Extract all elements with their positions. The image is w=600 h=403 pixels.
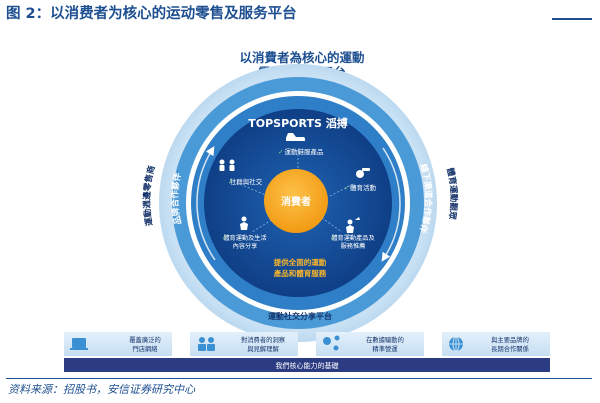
capability-box-3: 在數據驅動的 精準營運 [316, 332, 424, 356]
consumer-label: 消費者 [281, 195, 311, 208]
spoke-label-top: 運動鞋服產品 [285, 147, 324, 156]
brand-logo: TOPSPORTS 滔搏 [248, 116, 347, 130]
spoke-label-bottom-right-2: 服務推薦 [341, 242, 366, 250]
capability-1-line1: 覆蓋廣泛的 [129, 335, 160, 344]
consumer-insight-icon [198, 337, 215, 351]
spoke-label-left: 社群與社交 [230, 177, 263, 186]
cycle-arrow-left [196, 146, 216, 261]
community-icon [219, 159, 235, 171]
title-rule [552, 18, 592, 20]
capability-box-4: 與主要品牌的 長期合作關係 [442, 332, 550, 356]
check-bottom-left: ✓ [222, 234, 227, 242]
spoke-label-bottom-right-1: 體育運動產品及 [331, 234, 374, 242]
spoke-label-right: 體育活動 [350, 183, 377, 192]
capability-4-line1: 與主要品牌的 [491, 335, 529, 344]
core-service-line1: 提供全面的運動 [274, 257, 327, 267]
store-icon [70, 338, 88, 350]
shoe-icon [286, 133, 305, 141]
capability-1-line2: 門店網絡 [132, 344, 158, 353]
globe-icon [449, 336, 463, 352]
capability-3-line1: 在數據驅動的 [366, 335, 404, 344]
ring-label-right: 體育運動觀眾 [444, 167, 459, 221]
core-service-line2: 產品和體育服務 [273, 268, 327, 278]
diagram-heading-line1: 以消費者為核心的運動 [239, 50, 364, 65]
capability-2-line2: 與見解理解 [247, 344, 279, 353]
figure-title: 图 2：以消费者为核心的运动零售及服务平台 [6, 6, 297, 22]
capability-4-line2: 長期合作關係 [491, 344, 529, 353]
check-left: ✓ [228, 178, 233, 186]
capability-2-line1: 對消費者的洞察 [241, 335, 286, 344]
ring-label-left: 運動週邊零售商 [142, 164, 158, 227]
ring-label-bottom: 運動社交分享平台 [268, 311, 332, 321]
spoke-label-bottom-left-1: 體育運動及生活 [223, 234, 266, 242]
capability-box-1: 覆蓋廣泛的 門店網絡 [64, 332, 172, 356]
capability-3-line2: 精準營運 [372, 344, 398, 353]
ring-label-left-inner: 品牌合作夥伴 [170, 171, 184, 225]
check-top: ✓ [278, 148, 283, 156]
check-bottom-right: ✓ [330, 234, 335, 242]
sports-content-icon [240, 216, 248, 230]
recommend-icon [346, 217, 360, 233]
data-network-icon [323, 335, 340, 351]
source-rule [6, 378, 592, 379]
whistle-icon [356, 168, 370, 178]
consumer-core [264, 169, 328, 233]
spoke-label-bottom-left-2: 內容分享 [233, 242, 258, 250]
foundation-bar [64, 358, 550, 372]
source-note: 资料来源：招股书，安信证券研究中心 [8, 383, 195, 396]
cycle-arrow-right [381, 147, 401, 262]
foundation-label: 我們核心能力的基礎 [276, 361, 339, 370]
capability-box-2: 對消費者的洞察 與見解理解 [190, 332, 298, 356]
check-right: ✓ [344, 184, 349, 192]
